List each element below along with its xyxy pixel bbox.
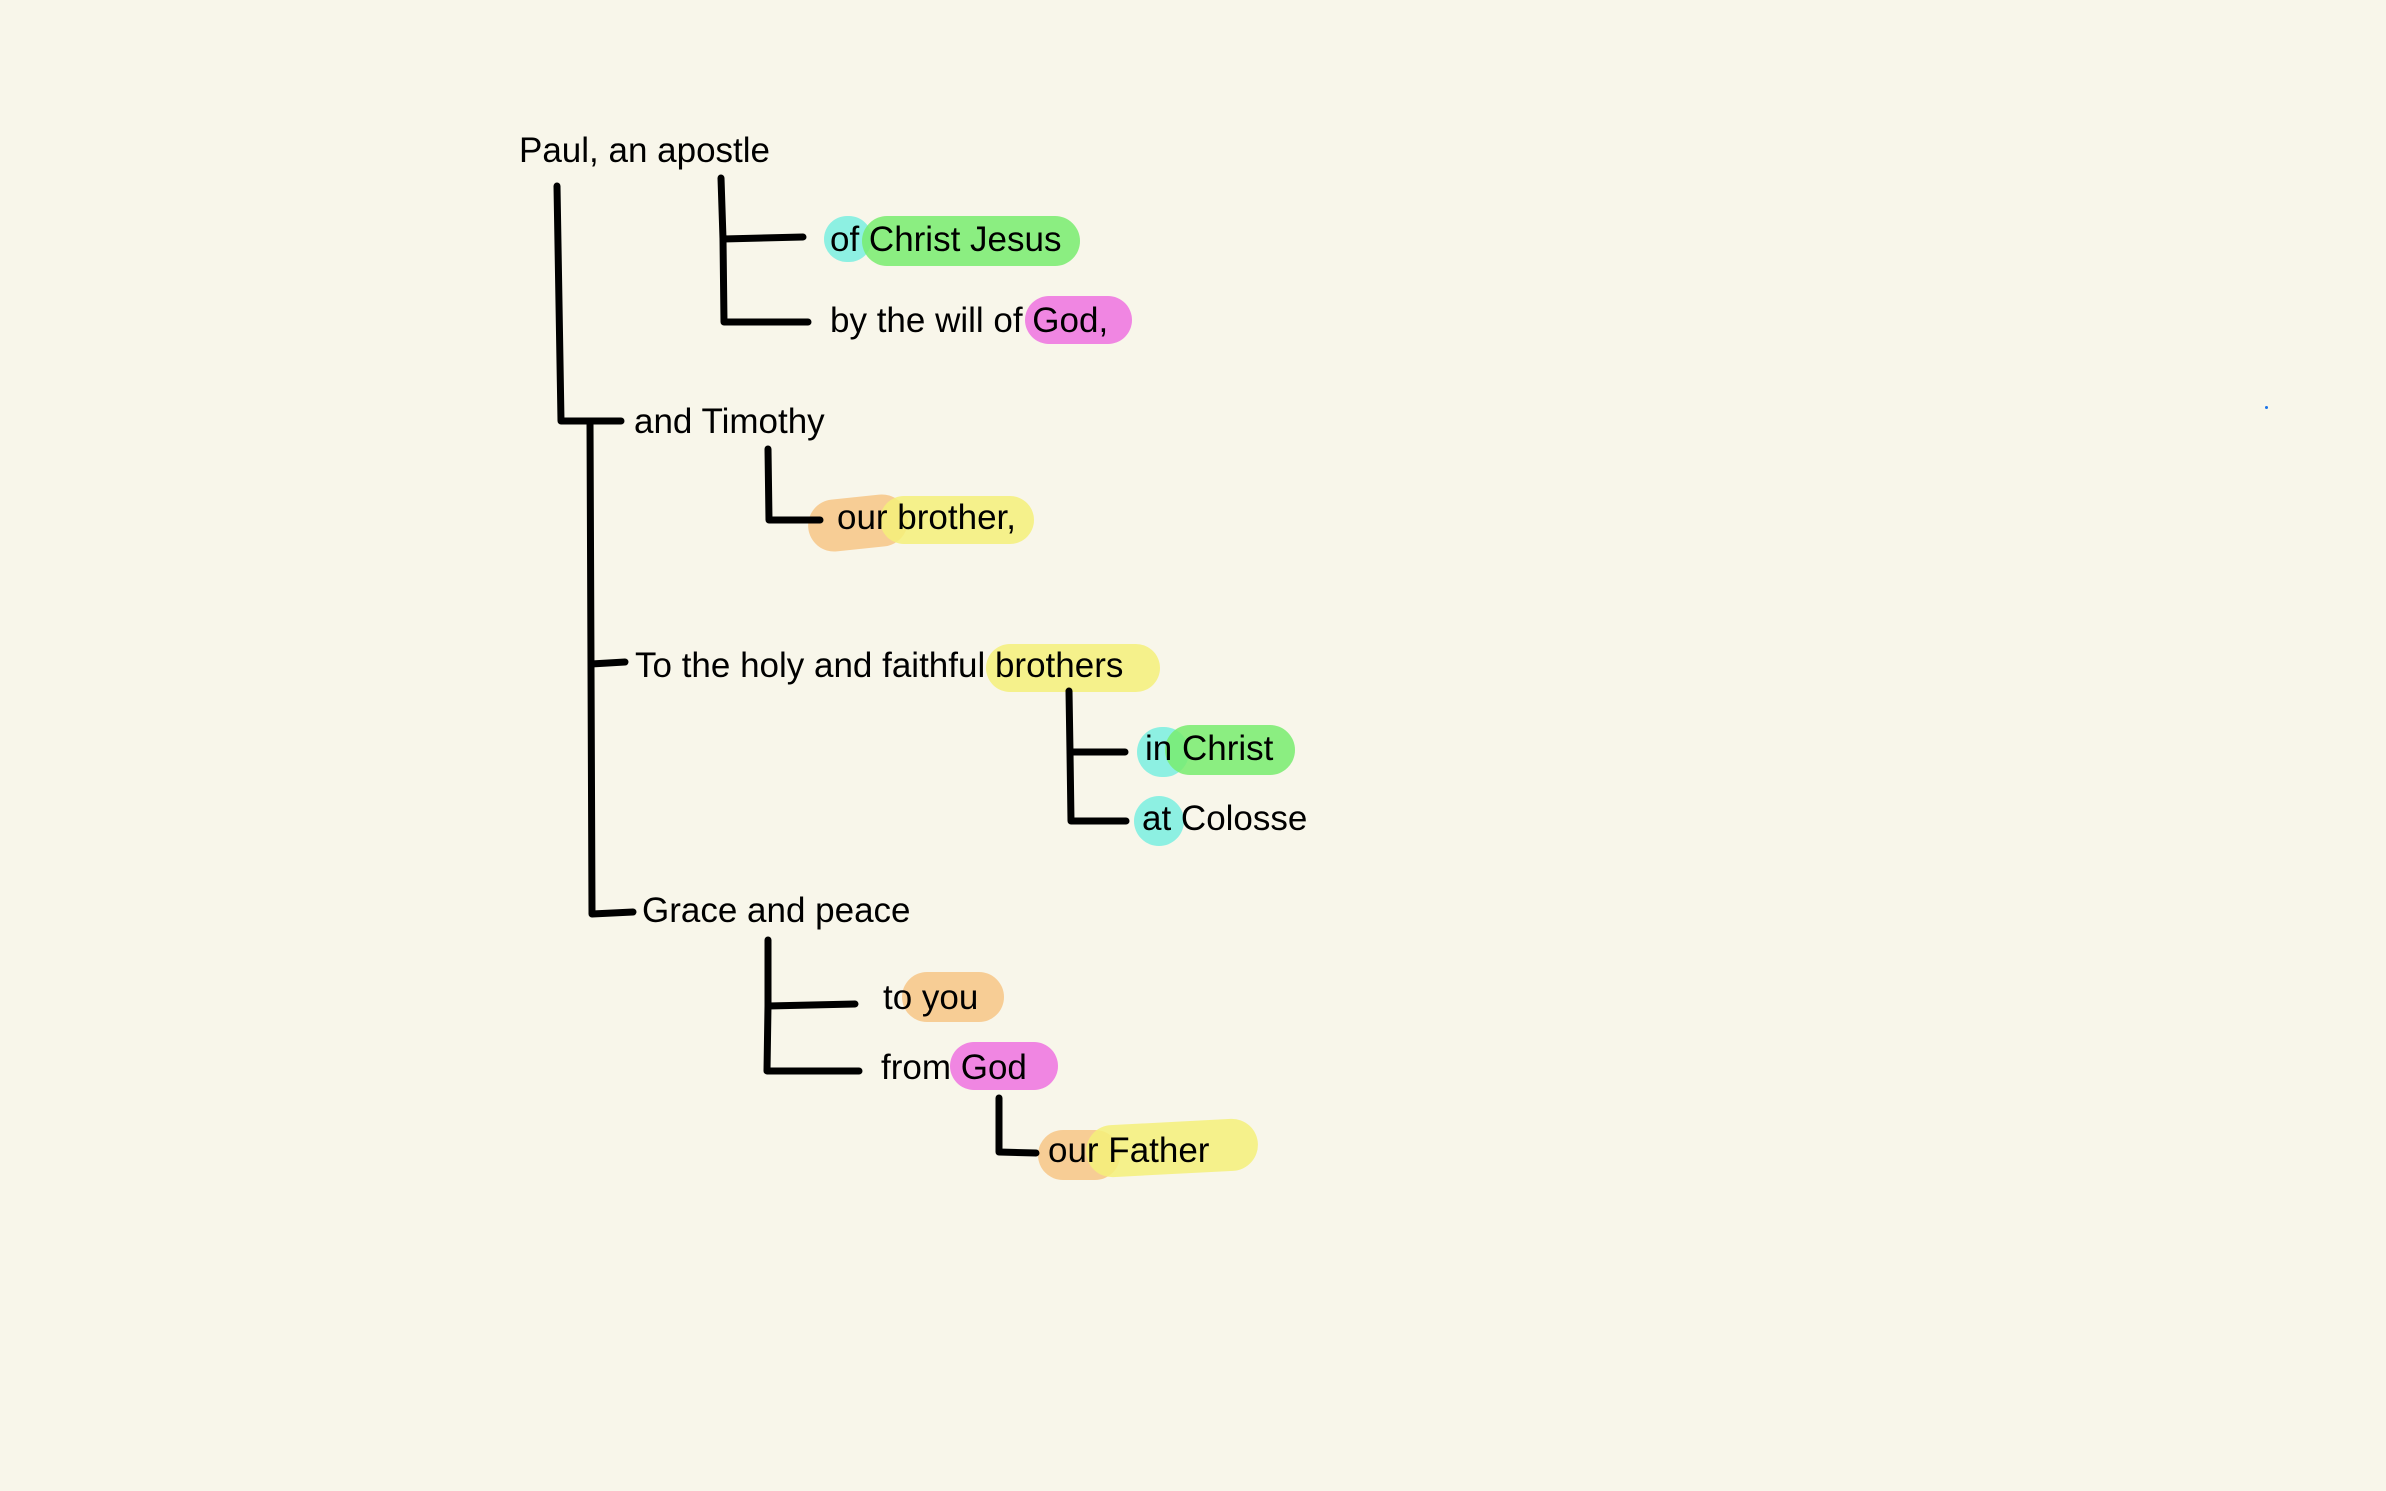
connector-to-holy: [587, 658, 629, 668]
phrase-in-christ: in Christ: [1145, 729, 1274, 768]
connector-lines: [553, 174, 1130, 1157]
connector-brothers-in: [1065, 687, 1129, 756]
highlight-at: [1134, 796, 1184, 846]
connector-timothy-brother: [764, 445, 824, 524]
highlight-god-from: [950, 1042, 1058, 1090]
highlight-christ: [1165, 725, 1295, 775]
stray-dot: [2265, 406, 2268, 409]
highlight-our-brother-brother: [880, 496, 1034, 544]
connector-apostle-of: [717, 174, 807, 243]
phrase-paul-apostle: Paul, an apostle: [519, 131, 771, 170]
phrase-to-you: to you: [883, 978, 979, 1017]
highlight-brothers: [986, 644, 1160, 692]
connector-grace-from: [763, 1002, 863, 1075]
highlight-you: [902, 972, 1004, 1022]
highlight-of: [824, 216, 872, 262]
connector-main-trunk: [586, 417, 637, 918]
connector-god-father: [995, 1094, 1040, 1157]
phrase-to-the-holy-brothers: To the holy and faithful brothers: [635, 646, 1124, 685]
highlight-christ-jesus: [862, 216, 1080, 266]
connector-apostle-by: [719, 235, 812, 326]
phrase-grace-and-peace: Grace and peace: [642, 891, 911, 930]
connector-brothers-at: [1066, 748, 1130, 825]
phrase-at-colosse: at Colosse: [1142, 799, 1308, 838]
highlights: [808, 216, 1295, 1180]
phrase-our-brother: our brother,: [837, 498, 1016, 537]
connector-grace-to: [764, 936, 859, 1010]
phrase-our-father: our Father: [1048, 1131, 1210, 1170]
phrase-of-christ-jesus: of Christ Jesus: [830, 220, 1062, 259]
phrase-and-timothy: and Timothy: [634, 402, 825, 441]
phrase-from-god: from God: [881, 1048, 1027, 1087]
highlight-god-will: [1025, 296, 1132, 344]
connector-paul-timothy: [553, 182, 625, 425]
phrase-by-the-will-of-god: by the will of God,: [830, 301, 1109, 340]
highlight-our-father-father: [1086, 1118, 1258, 1178]
